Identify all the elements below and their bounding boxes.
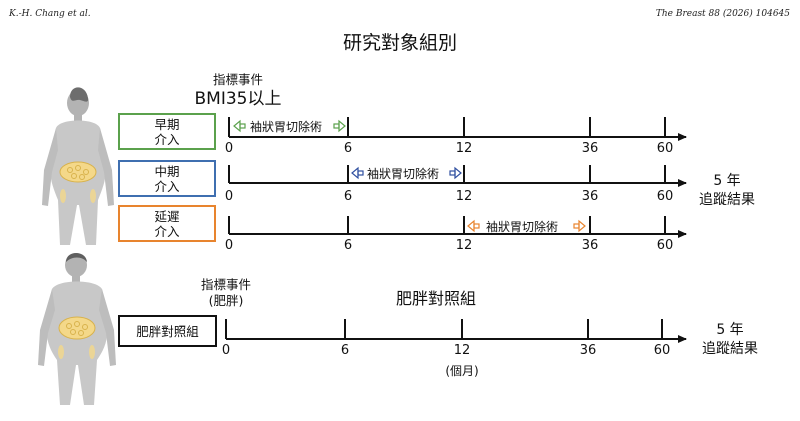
surgery-label-late: 袖狀胃切除術 (486, 220, 559, 234)
group-late-line1: 延遲 (154, 208, 180, 224)
tick-label-late-12: 12 (455, 238, 473, 253)
tick-label-control-6: 6 (340, 343, 350, 358)
group-box-mid: 中期 介入 (118, 160, 216, 197)
tick-label-early-12: 12 (455, 141, 473, 156)
tick-label-mid-60: 60 (656, 189, 674, 204)
surgery-window-arrow-late (467, 219, 586, 233)
surgery-window-arrow-mid (351, 166, 462, 180)
tick-label-control-12: 12 (453, 343, 471, 358)
tick-label-control-0: 0 (221, 343, 231, 358)
header-authors: K.-H. Chang et al. (9, 9, 91, 19)
tick-label-mid-36: 36 (581, 189, 599, 204)
surgery-label-early: 袖狀胃切除術 (250, 120, 323, 134)
tick-label-late-36: 36 (581, 238, 599, 253)
timeline-axis-late (228, 216, 687, 238)
tick-label-late-60: 60 (656, 238, 674, 253)
index-event-label: 指標事件 (212, 72, 264, 87)
group-mid-line1: 中期 (154, 163, 180, 179)
group-box-early: 早期 介入 (118, 113, 216, 150)
timeline-axis-early (228, 117, 687, 141)
x-axis-unit-label: (個月) (445, 364, 479, 378)
tick-label-early-36: 36 (581, 141, 599, 156)
tick-label-early-60: 60 (656, 141, 674, 156)
group-box-late: 延遲 介入 (118, 205, 216, 242)
male-obese-figure-icon (38, 253, 116, 405)
followup-label-bottom: 追蹤結果 (702, 341, 758, 357)
tick-label-mid-0: 0 (224, 189, 234, 204)
followup-label-top: 追蹤結果 (699, 192, 755, 208)
tick-label-early-6: 6 (343, 141, 353, 156)
index-event-control-label: 指標事件 (200, 277, 252, 292)
timeline-axis-control (225, 319, 687, 343)
tick-label-late-0: 0 (224, 238, 234, 253)
header-journal: The Breast 88 (2026) 104645 (655, 9, 790, 19)
tick-label-control-36: 36 (579, 343, 597, 358)
followup-value-top: 5 年 (713, 173, 741, 189)
group-mid-line2: 介入 (154, 178, 180, 194)
surgery-label-mid: 袖狀胃切除術 (367, 167, 440, 181)
timeline-axis-mid (228, 165, 687, 187)
bmi-threshold-label: BMI35以上 (194, 89, 282, 109)
tick-label-early-0: 0 (224, 141, 234, 156)
group-early-line2: 介入 (154, 131, 180, 147)
figure-title: 研究對象組別 (342, 32, 457, 54)
group-box-control: 肥胖對照組 (118, 315, 217, 347)
group-late-line2: 介入 (154, 223, 180, 239)
followup-value-bottom: 5 年 (716, 322, 744, 338)
index-event-control-sub: (肥胖) (208, 293, 244, 308)
control-group-heading: 肥胖對照組 (395, 289, 477, 308)
tick-label-late-6: 6 (343, 238, 353, 253)
tick-label-control-60: 60 (653, 343, 671, 358)
surgery-window-arrow-early (233, 119, 346, 133)
group-control-label: 肥胖對照組 (136, 323, 199, 339)
tick-label-mid-12: 12 (455, 189, 473, 204)
group-early-line1: 早期 (154, 116, 180, 132)
female-obese-figure-icon (42, 87, 114, 245)
tick-label-mid-6: 6 (343, 189, 353, 204)
